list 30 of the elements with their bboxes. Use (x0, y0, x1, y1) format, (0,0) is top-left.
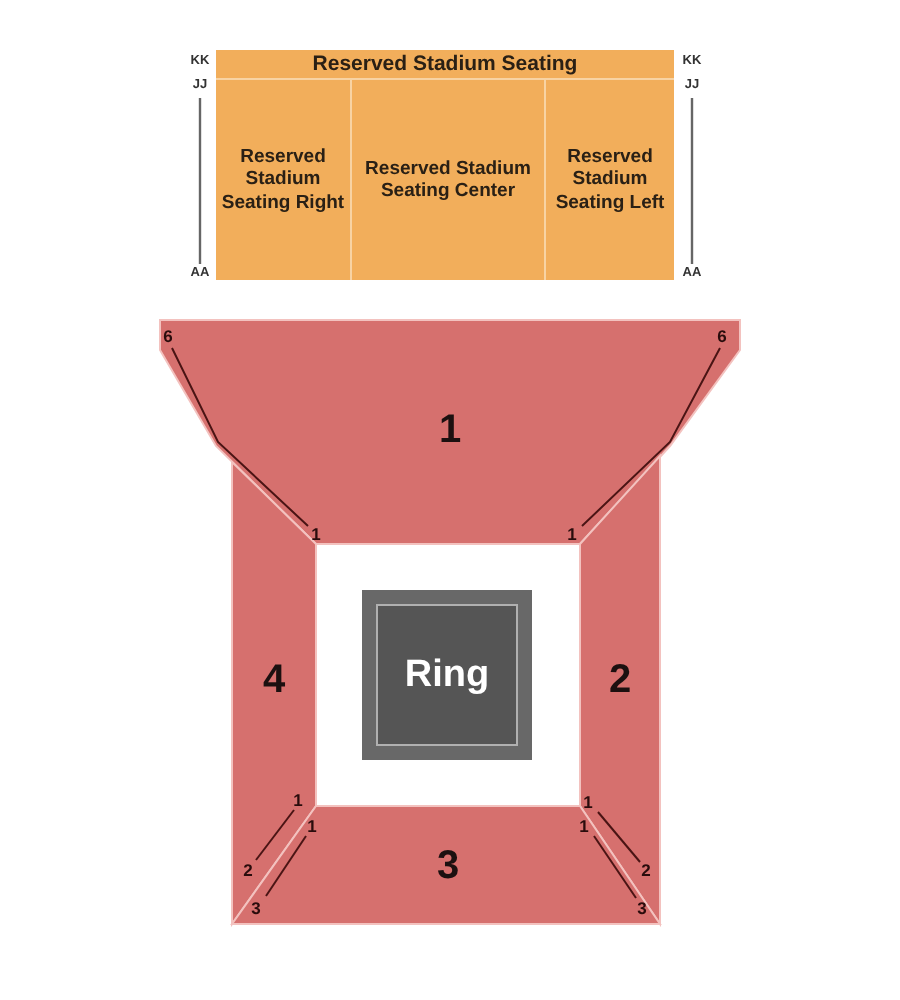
row-label: 6 (717, 327, 727, 345)
seating-section (216, 80, 350, 280)
section-label: Reserved Stadium Seating Center (363, 157, 533, 203)
row-label: 1 (583, 793, 593, 811)
seating-section (544, 80, 674, 280)
row-label: 1 (311, 525, 321, 543)
section-number: 3 (436, 846, 460, 886)
row-label: 1 (293, 791, 303, 809)
row-label: 1 (567, 525, 577, 543)
seating-section (160, 320, 740, 544)
ring-label: Ring (404, 656, 490, 694)
seating-section (350, 80, 544, 280)
row-label: 1 (579, 817, 589, 835)
row-label: 1 (307, 817, 317, 835)
seating-section (216, 50, 674, 80)
section-label: Reserved Stadium Seating Left (553, 145, 667, 215)
section-number: 1 (438, 410, 462, 450)
section-number: 4 (262, 660, 286, 700)
row-label: 3 (251, 899, 261, 917)
row-label: 2 (243, 861, 253, 879)
row-label: 3 (637, 899, 647, 917)
section-label: Reserved Stadium Seating Right (219, 145, 347, 215)
seating-section (232, 806, 660, 924)
section-number: 2 (608, 660, 632, 700)
seating-section (232, 462, 316, 924)
ring-area (362, 590, 532, 760)
row-label: 2 (641, 861, 651, 879)
row-label: 6 (163, 327, 173, 345)
seating-section (580, 456, 660, 924)
section-label: Reserved Stadium Seating (312, 51, 578, 77)
